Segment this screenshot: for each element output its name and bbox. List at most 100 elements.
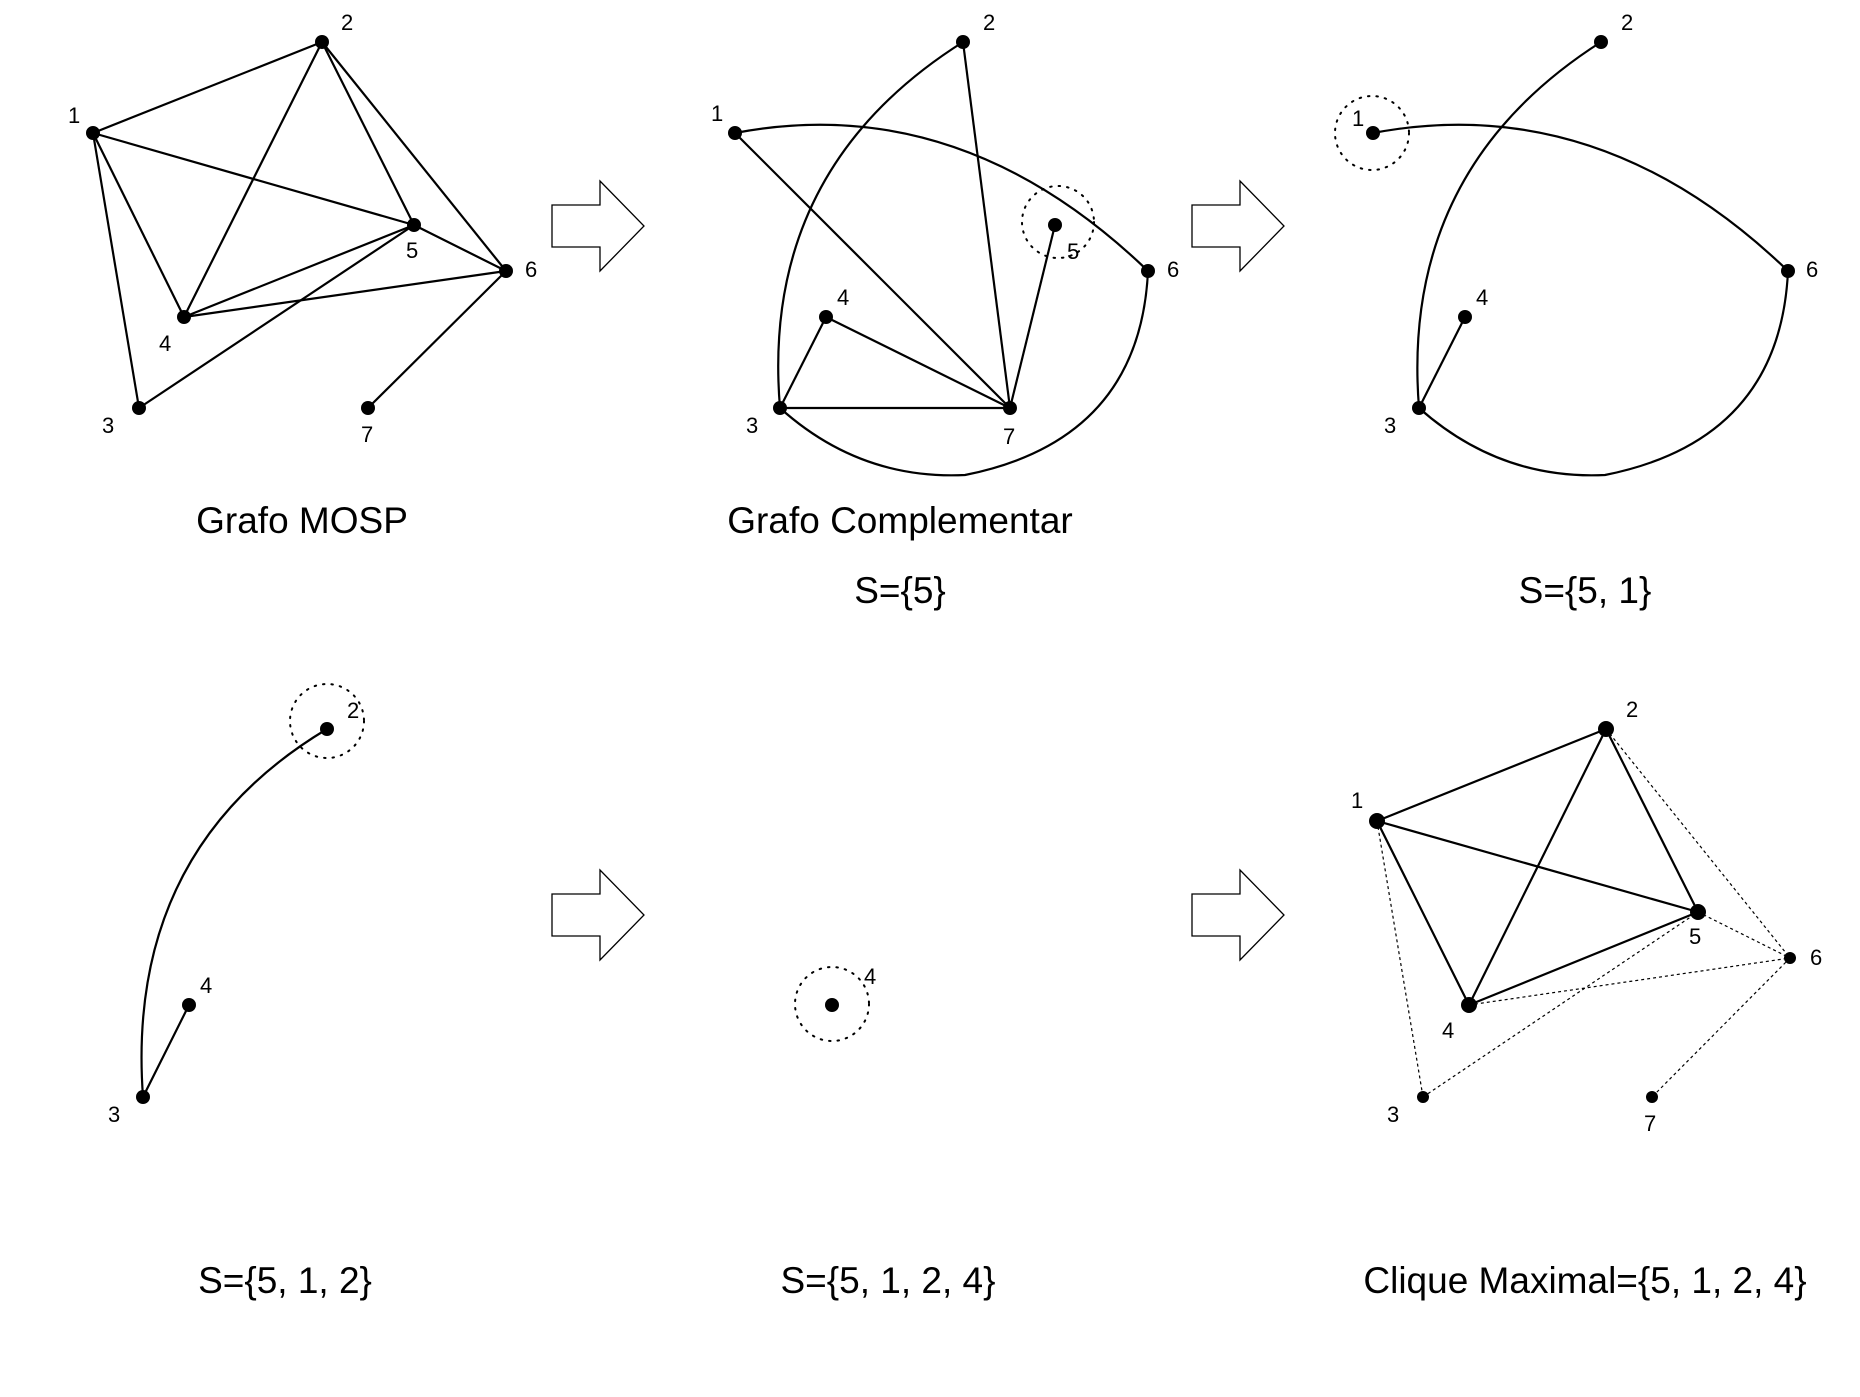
node-4 xyxy=(819,310,833,324)
node-label-2: 2 xyxy=(1621,10,1633,35)
selected-node-ring xyxy=(794,966,870,1042)
node-label-4: 4 xyxy=(837,285,849,310)
edge-1-4 xyxy=(1376,820,1470,1006)
node-2 xyxy=(956,35,970,49)
node-label-2: 2 xyxy=(341,10,353,35)
caption-grafo-complementar: Grafo Complementar xyxy=(727,500,1072,541)
node-label-7: 7 xyxy=(1003,424,1015,449)
panel-s-5-1: 1 2 3 4 6 S={5, 1} xyxy=(1334,10,1818,611)
node-4 xyxy=(825,998,839,1012)
selected-node-ring xyxy=(1334,95,1410,171)
node-label-1: 1 xyxy=(1352,106,1364,131)
edge-2-6 xyxy=(1605,728,1791,959)
edge-6-7 xyxy=(1651,957,1791,1098)
node-2 xyxy=(1598,721,1614,737)
edge-4-6 xyxy=(183,269,507,319)
caption-s-5: S={5} xyxy=(854,570,946,611)
edge-2-6 xyxy=(321,41,507,272)
node-2 xyxy=(315,35,329,49)
node-3 xyxy=(1412,401,1426,415)
panel-grafo-complementar: 1 2 3 4 5 6 7 Grafo Complementar S={5} xyxy=(711,10,1179,611)
node-label-4: 4 xyxy=(1476,285,1488,310)
node-label-2: 2 xyxy=(983,10,995,35)
edge-4-5 xyxy=(1468,910,1699,1007)
edge-1-2 xyxy=(1376,727,1607,823)
node-label-2: 2 xyxy=(347,698,359,723)
node-4 xyxy=(182,998,196,1012)
node-7 xyxy=(361,401,375,415)
edge-3-5 xyxy=(1422,911,1699,1098)
edge-2-3 xyxy=(140,728,328,1098)
edge-4-6 xyxy=(1468,957,1791,1006)
edge-3-6 xyxy=(1418,270,1790,477)
arrow-right-3 xyxy=(551,868,645,962)
edge-3-4 xyxy=(1418,316,1466,409)
node-6 xyxy=(1781,264,1795,278)
node-4 xyxy=(1461,997,1477,1013)
edge-1-2 xyxy=(92,40,323,135)
edge-3-6 xyxy=(779,270,1150,477)
node-label-7: 7 xyxy=(361,422,373,447)
node-label-7: 7 xyxy=(1644,1111,1656,1136)
node-label-4: 4 xyxy=(864,964,876,989)
caption-s-5-1: S={5, 1} xyxy=(1519,570,1652,611)
edge-1-6 xyxy=(1372,123,1789,272)
node-3 xyxy=(773,401,787,415)
node-6 xyxy=(1141,264,1155,278)
node-5 xyxy=(1048,218,1062,232)
selected-node-ring xyxy=(1021,185,1095,259)
node-label-1: 1 xyxy=(68,103,80,128)
edge-2-3 xyxy=(777,41,964,409)
node-1 xyxy=(1369,813,1385,829)
panel-s-5-1-2-4: 4 S={5, 1, 2, 4} xyxy=(781,964,996,1301)
edge-1-4 xyxy=(92,132,185,318)
node-3 xyxy=(136,1090,150,1104)
node-label-4: 4 xyxy=(1442,1018,1454,1043)
node-1 xyxy=(1366,126,1380,140)
caption-grafo-mosp: Grafo MOSP xyxy=(196,500,408,541)
node-4 xyxy=(177,310,191,324)
node-label-4: 4 xyxy=(159,331,171,356)
panel-s-5-1-2: 2 3 4 S={5, 1, 2} xyxy=(108,683,372,1301)
node-label-3: 3 xyxy=(1387,1102,1399,1127)
node-5 xyxy=(1690,904,1706,920)
selected-node-ring xyxy=(289,683,365,759)
node-2 xyxy=(1594,35,1608,49)
arrow-right-4 xyxy=(1191,868,1285,962)
edge-2-3 xyxy=(1416,41,1602,409)
node-label-3: 3 xyxy=(108,1102,120,1127)
edge-2-5 xyxy=(321,41,415,226)
node-6 xyxy=(499,264,513,278)
node-1 xyxy=(86,126,100,140)
edge-5-6 xyxy=(1697,911,1791,959)
node-label-1: 1 xyxy=(711,101,723,126)
edge-5-7 xyxy=(1008,224,1057,409)
edge-1-3 xyxy=(91,132,141,409)
node-2 xyxy=(320,722,334,736)
node-4 xyxy=(1458,310,1472,324)
edge-5-6 xyxy=(413,224,507,272)
edge-2-4 xyxy=(183,41,323,318)
edge-3-4 xyxy=(142,1004,190,1098)
arrow-right-2 xyxy=(1191,179,1285,273)
node-7 xyxy=(1003,401,1017,415)
edge-4-5 xyxy=(183,223,415,319)
edge-3-4 xyxy=(779,316,827,409)
caption-clique-maximal: Clique Maximal={5, 1, 2, 4} xyxy=(1363,1260,1806,1301)
node-6 xyxy=(1784,952,1796,964)
node-5 xyxy=(407,218,421,232)
node-label-5: 5 xyxy=(406,238,418,263)
edge-4-7 xyxy=(825,316,1011,409)
panel-grafo-mosp: 1 2 3 4 5 6 7 Grafo MOSP xyxy=(68,10,537,541)
node-label-6: 6 xyxy=(525,257,537,282)
edge-2-4 xyxy=(1468,728,1607,1006)
caption-s-5-1-2-4: S={5, 1, 2, 4} xyxy=(781,1260,996,1301)
node-label-1: 1 xyxy=(1351,788,1363,813)
edge-1-6 xyxy=(734,123,1149,272)
caption-s-5-1-2: S={5, 1, 2} xyxy=(198,1260,372,1301)
edge-3-5 xyxy=(138,224,415,409)
panel-clique-maximal: 1 2 3 4 5 6 7 Clique Maximal={5, 1, 2, 4… xyxy=(1351,697,1822,1301)
node-label-3: 3 xyxy=(102,413,114,438)
